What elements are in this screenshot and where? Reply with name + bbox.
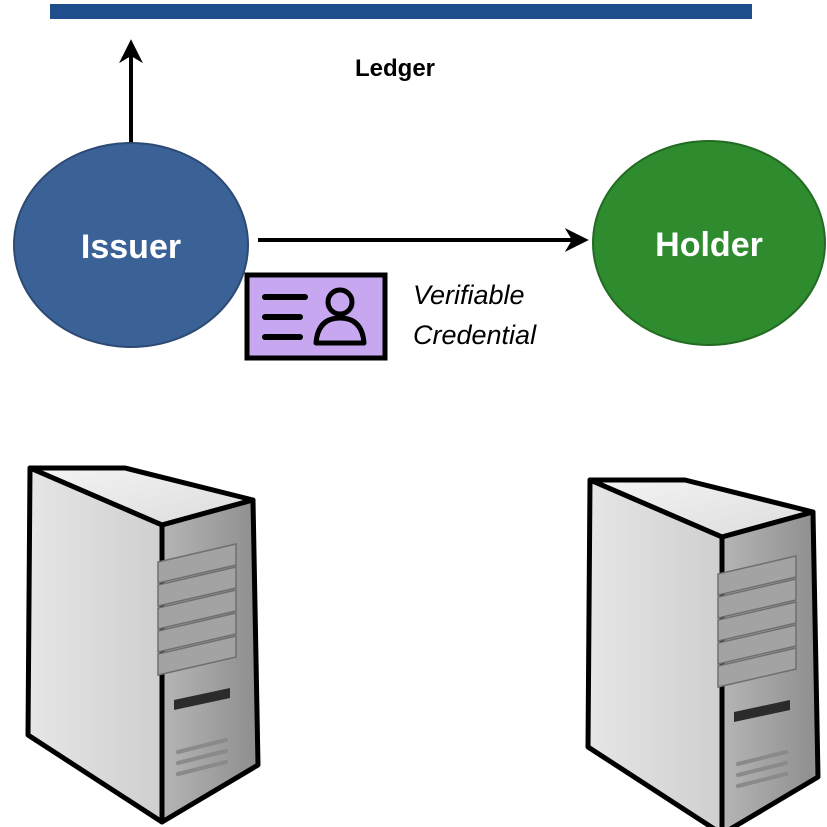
credential-line-1: Verifiable <box>413 280 525 310</box>
holder-node: Holder <box>592 140 826 346</box>
holder-label: Holder <box>655 226 763 264</box>
issuer-node: Issuer <box>13 142 249 348</box>
server-icon <box>588 480 818 827</box>
issuer-circle <box>13 142 249 348</box>
credential-line-2: Credential <box>413 320 537 350</box>
issuer-label: Issuer <box>81 228 181 266</box>
server-icon <box>28 468 258 822</box>
ledger-bar <box>50 4 752 19</box>
holder-circle <box>592 140 826 346</box>
id-card-icon <box>244 272 388 361</box>
ledger-label: Ledger <box>355 55 435 82</box>
